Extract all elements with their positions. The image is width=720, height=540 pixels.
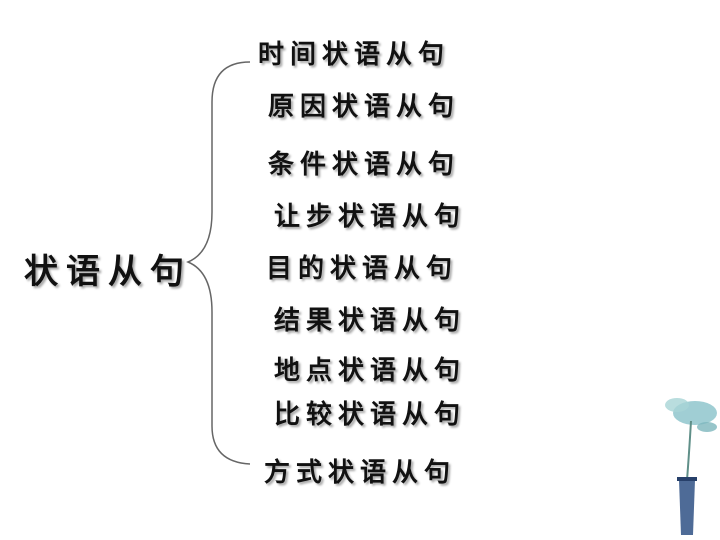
branch-condition: 条件状语从句 <box>268 150 461 180</box>
root-node-label: 状语从句 <box>24 252 192 292</box>
branch-comparison: 比较状语从句 <box>274 400 467 430</box>
branch-concession: 让步状语从句 <box>274 202 467 232</box>
vase-plant-icon <box>665 398 717 535</box>
branch-place: 地点状语从句 <box>274 356 467 386</box>
branch-reason: 原因状语从句 <box>268 92 461 122</box>
branch-purpose: 目的状语从句 <box>266 254 459 284</box>
branch-time: 时间状语从句 <box>258 40 451 70</box>
branch-result: 结果状语从句 <box>274 306 467 336</box>
branch-manner: 方式状语从句 <box>264 458 457 488</box>
